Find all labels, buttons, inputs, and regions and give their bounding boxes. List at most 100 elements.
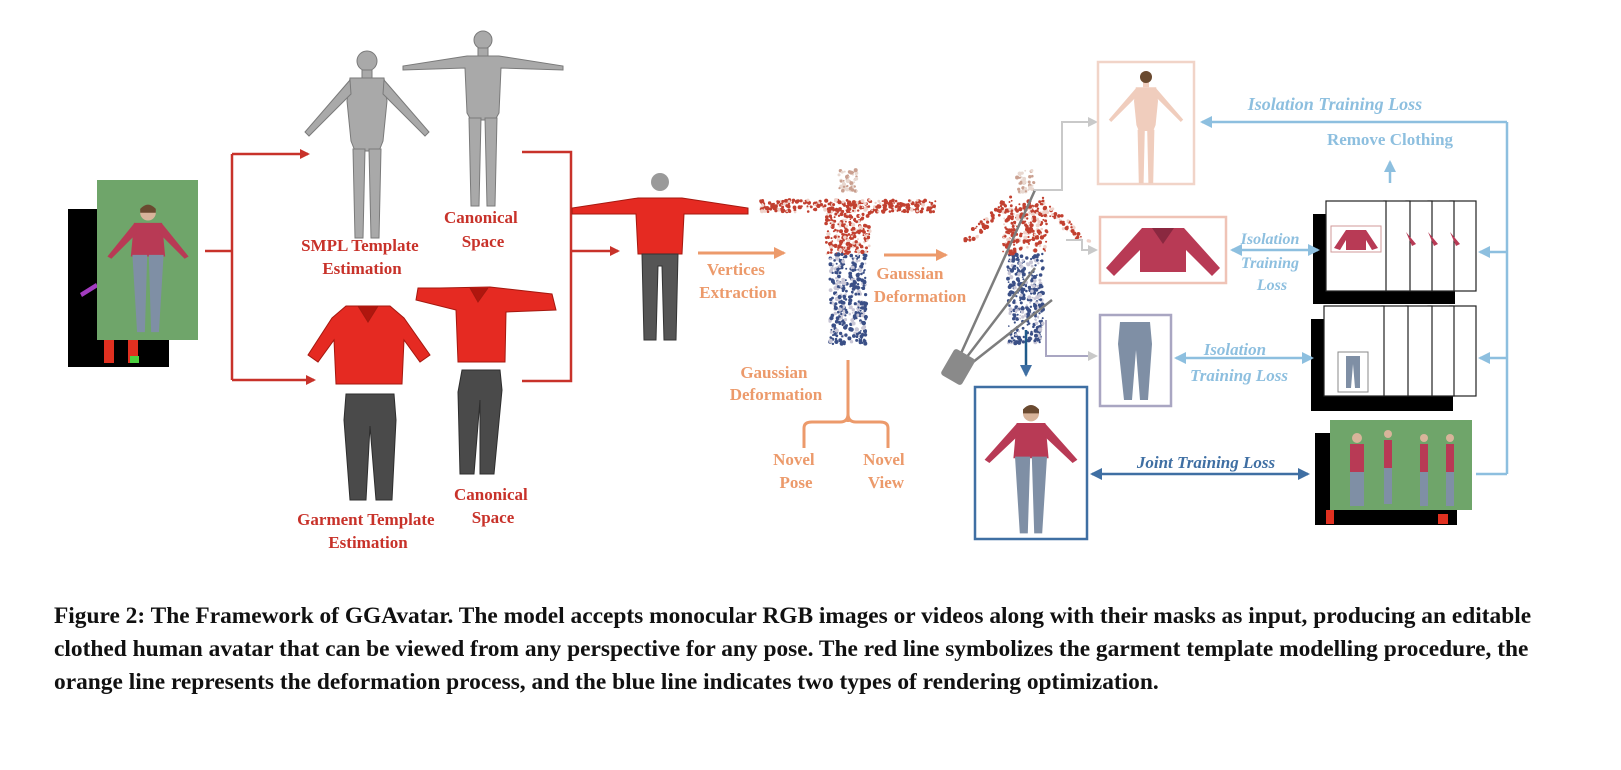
gaussian-point	[835, 316, 840, 321]
gaussian-point	[813, 203, 816, 206]
gaussian-point	[1018, 261, 1022, 266]
gaussian-point	[916, 209, 919, 213]
gaussian-point	[859, 306, 863, 310]
gaussian-point	[863, 330, 867, 334]
gaussian-point	[1022, 181, 1026, 185]
gaussian-point	[1038, 283, 1043, 288]
remove-clothing-label: Remove Clothing	[1327, 130, 1454, 149]
gaussian-point	[1038, 273, 1043, 277]
gaussian-point	[841, 246, 844, 249]
gaussian-point	[839, 285, 842, 287]
gaussian-point	[858, 267, 861, 270]
gaussian-point	[1012, 281, 1016, 285]
gaussian-point	[1036, 258, 1039, 262]
gaussian-point	[1012, 300, 1016, 304]
gaussian-point	[851, 268, 855, 272]
gaussian-point	[1022, 335, 1025, 339]
gaussian-point	[1033, 248, 1038, 253]
gaussian-point	[1042, 210, 1047, 215]
gaussian-point	[860, 333, 865, 337]
gaussian-point	[841, 232, 844, 236]
gaussian-point	[1051, 213, 1055, 217]
gaussian-point	[874, 201, 877, 205]
gaussian-point	[1019, 293, 1023, 297]
gaussian-point	[1027, 180, 1031, 184]
gaussian-point	[831, 240, 834, 242]
gaussian-point	[829, 336, 832, 339]
gaussian-point	[851, 226, 856, 231]
gaussian-point	[853, 203, 858, 208]
gaussian-point	[851, 321, 856, 326]
gaussian-point	[1008, 291, 1012, 295]
gaussian-point	[835, 256, 840, 261]
gaussian-point	[1010, 251, 1015, 256]
gaussian-point	[853, 234, 857, 239]
gaussian-point	[1009, 275, 1014, 280]
gaussian-point	[1015, 209, 1019, 213]
gaussian-point	[894, 199, 898, 203]
gaussian-point	[1070, 226, 1073, 229]
gaussian-point	[858, 225, 862, 228]
blue-optimization-lines	[1090, 116, 1509, 480]
gaussian-point	[785, 201, 787, 203]
gaussian-point	[854, 171, 859, 175]
gaussian-point	[1039, 235, 1045, 240]
gaussian-point	[1006, 237, 1011, 242]
gaussian-point	[1013, 243, 1016, 246]
gaussian-point	[857, 310, 860, 313]
gaussian-point	[853, 181, 856, 184]
gaussian-point	[786, 204, 791, 209]
gaussian-point	[834, 337, 838, 341]
gaussian-point	[844, 254, 848, 259]
gaussian-point	[1031, 212, 1035, 217]
gaussian-point	[882, 204, 885, 207]
gaussian-point	[863, 202, 867, 206]
gaussian-point	[834, 319, 839, 324]
gaussian-point	[1021, 340, 1025, 344]
gaussian-point	[1003, 223, 1006, 226]
gaussian-point	[851, 184, 853, 187]
gaussian-point	[817, 201, 820, 204]
gaussian-point	[834, 228, 837, 232]
gaussian-point	[1021, 326, 1025, 330]
gaussian-point	[1032, 181, 1035, 184]
gaussian-point	[831, 278, 834, 282]
gaussian-point	[832, 263, 835, 266]
gaussian-point	[853, 302, 857, 306]
gaussian-point	[1041, 199, 1045, 203]
isolation-training-loss-mid-label: Isolation Training Loss	[1240, 231, 1304, 294]
gaussian-point	[1041, 196, 1045, 200]
gaussian-point	[864, 293, 868, 297]
gaussian-point	[1003, 217, 1006, 220]
gaussian-point	[836, 267, 840, 272]
gaussian-point	[1008, 307, 1013, 312]
gaussian-point	[838, 338, 843, 343]
gaussian-point	[1016, 272, 1021, 277]
gaussian-point	[1024, 190, 1027, 193]
shirt-frame-stack	[1313, 200, 1477, 304]
gaussian-point	[852, 334, 856, 338]
gaussian-point	[862, 213, 865, 217]
gaussian-point	[843, 242, 845, 244]
gaussian-point	[834, 212, 838, 216]
gaussian-point	[838, 248, 843, 253]
gaussian-point	[1033, 255, 1035, 257]
gaussian-point	[1035, 211, 1039, 215]
gaussian-point	[845, 187, 850, 192]
gaussian-point	[1027, 214, 1030, 216]
gaussian-point	[839, 179, 843, 183]
gaussian-deformation-lower-label: Gaussian Deformation	[730, 363, 823, 404]
gaussian-point	[1012, 247, 1017, 252]
gaussian-point	[842, 179, 845, 182]
gaussian-point	[1038, 278, 1042, 282]
gaussian-point	[1018, 207, 1023, 212]
gaussian-point	[1008, 312, 1012, 315]
gaussian-point	[797, 205, 802, 210]
gaussian-point	[832, 330, 835, 333]
isolation-training-loss-lower-label: Isolation Training Loss	[1190, 340, 1288, 385]
gaussian-point	[1021, 258, 1024, 262]
gaussian-point	[850, 215, 854, 219]
gaussian-point	[902, 209, 907, 213]
gaussian-point	[1004, 208, 1009, 213]
gaussian-point	[1017, 330, 1021, 333]
